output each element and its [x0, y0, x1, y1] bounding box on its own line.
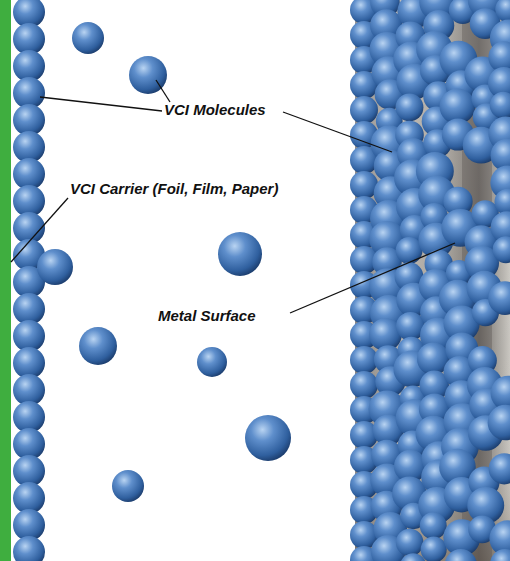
label-text: VCI Molecules — [164, 101, 266, 119]
vci-molecule — [13, 536, 45, 561]
vci-molecule — [350, 371, 378, 399]
vci-molecule — [420, 512, 447, 539]
leader-line — [11, 198, 68, 262]
vci-molecule — [197, 347, 227, 377]
vci-molecule — [489, 453, 510, 484]
vci-molecule — [488, 405, 510, 441]
vci-molecule — [218, 232, 262, 276]
vci-molecule — [421, 536, 447, 561]
vci-molecule — [396, 94, 424, 122]
leader-line — [283, 112, 392, 152]
vci-molecule — [112, 470, 144, 502]
vci-molecule — [350, 346, 378, 374]
vci-molecule — [490, 549, 510, 561]
vci-molecule — [72, 22, 104, 54]
leader-line — [290, 243, 455, 313]
label-text: VCI Carrier (Foil, Film, Paper) — [70, 180, 278, 198]
leader-lines — [11, 80, 455, 313]
vci-carrier — [0, 0, 11, 561]
vci-molecule — [495, 0, 510, 23]
vci-molecule — [490, 92, 510, 119]
vci-molecule — [245, 415, 291, 461]
metal-surface — [355, 0, 510, 561]
vci-molecule — [37, 249, 73, 285]
vci-molecule — [396, 529, 424, 557]
vci-molecule — [445, 549, 477, 561]
metal-shading — [355, 0, 510, 561]
vci-molecule — [350, 96, 378, 124]
vci-molecule — [493, 236, 510, 263]
leader-line — [156, 80, 170, 102]
vci-molecule — [79, 327, 117, 365]
vci-molecule — [488, 281, 510, 315]
leader-line — [40, 97, 162, 111]
label-text: Metal Surface — [158, 307, 256, 325]
molecule-group — [13, 0, 510, 561]
